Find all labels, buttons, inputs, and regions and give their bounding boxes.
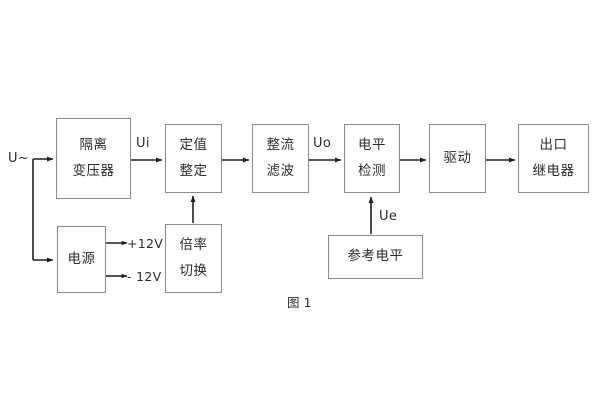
block-line: 驱动 (443, 149, 472, 166)
signal-label-ue: Ue (379, 209, 398, 224)
signal-label-input: U~ (8, 151, 30, 166)
block-line: 出口 (539, 136, 568, 153)
block-output-relay[interactable]: 出口 继电器 (518, 124, 589, 193)
rail-label-positive: +12V (127, 236, 164, 251)
block-reference-level[interactable]: 参考电平 (328, 235, 423, 279)
signal-label-ui: Ui (136, 136, 150, 151)
signal-label-uo: Uo (313, 136, 332, 151)
block-setting-value[interactable]: 定值 整定 (165, 124, 222, 193)
block-power-supply[interactable]: 电源 (57, 226, 106, 293)
block-line: 参考电平 (347, 248, 404, 265)
block-line: 继电器 (532, 163, 575, 179)
block-line: 变压器 (72, 163, 115, 179)
rail-label-negative: - 12V (127, 269, 162, 284)
block-multiplier-switch[interactable]: 倍率 切换 (165, 224, 222, 293)
block-line: 隔离 (79, 136, 108, 153)
block-level-detect[interactable]: 电平 检测 (344, 124, 400, 193)
block-rectify-filter[interactable]: 整流 滤波 (252, 124, 309, 193)
figure-caption: 图 1 (287, 295, 312, 310)
block-line: 倍率 (179, 236, 208, 253)
block-driver[interactable]: 驱动 (429, 124, 486, 193)
block-line: 电源 (67, 250, 96, 267)
block-line: 滤波 (266, 163, 295, 179)
block-line: 定值 (179, 136, 208, 153)
block-isolation-transformer[interactable]: 隔离 变压器 (56, 118, 131, 199)
block-line: 检测 (358, 163, 386, 179)
block-line: 切换 (179, 263, 208, 279)
block-line: 整流 (266, 136, 295, 153)
block-line: 电平 (358, 136, 386, 153)
input-bus-wire (32, 156, 54, 263)
block-line: 整定 (179, 163, 208, 179)
